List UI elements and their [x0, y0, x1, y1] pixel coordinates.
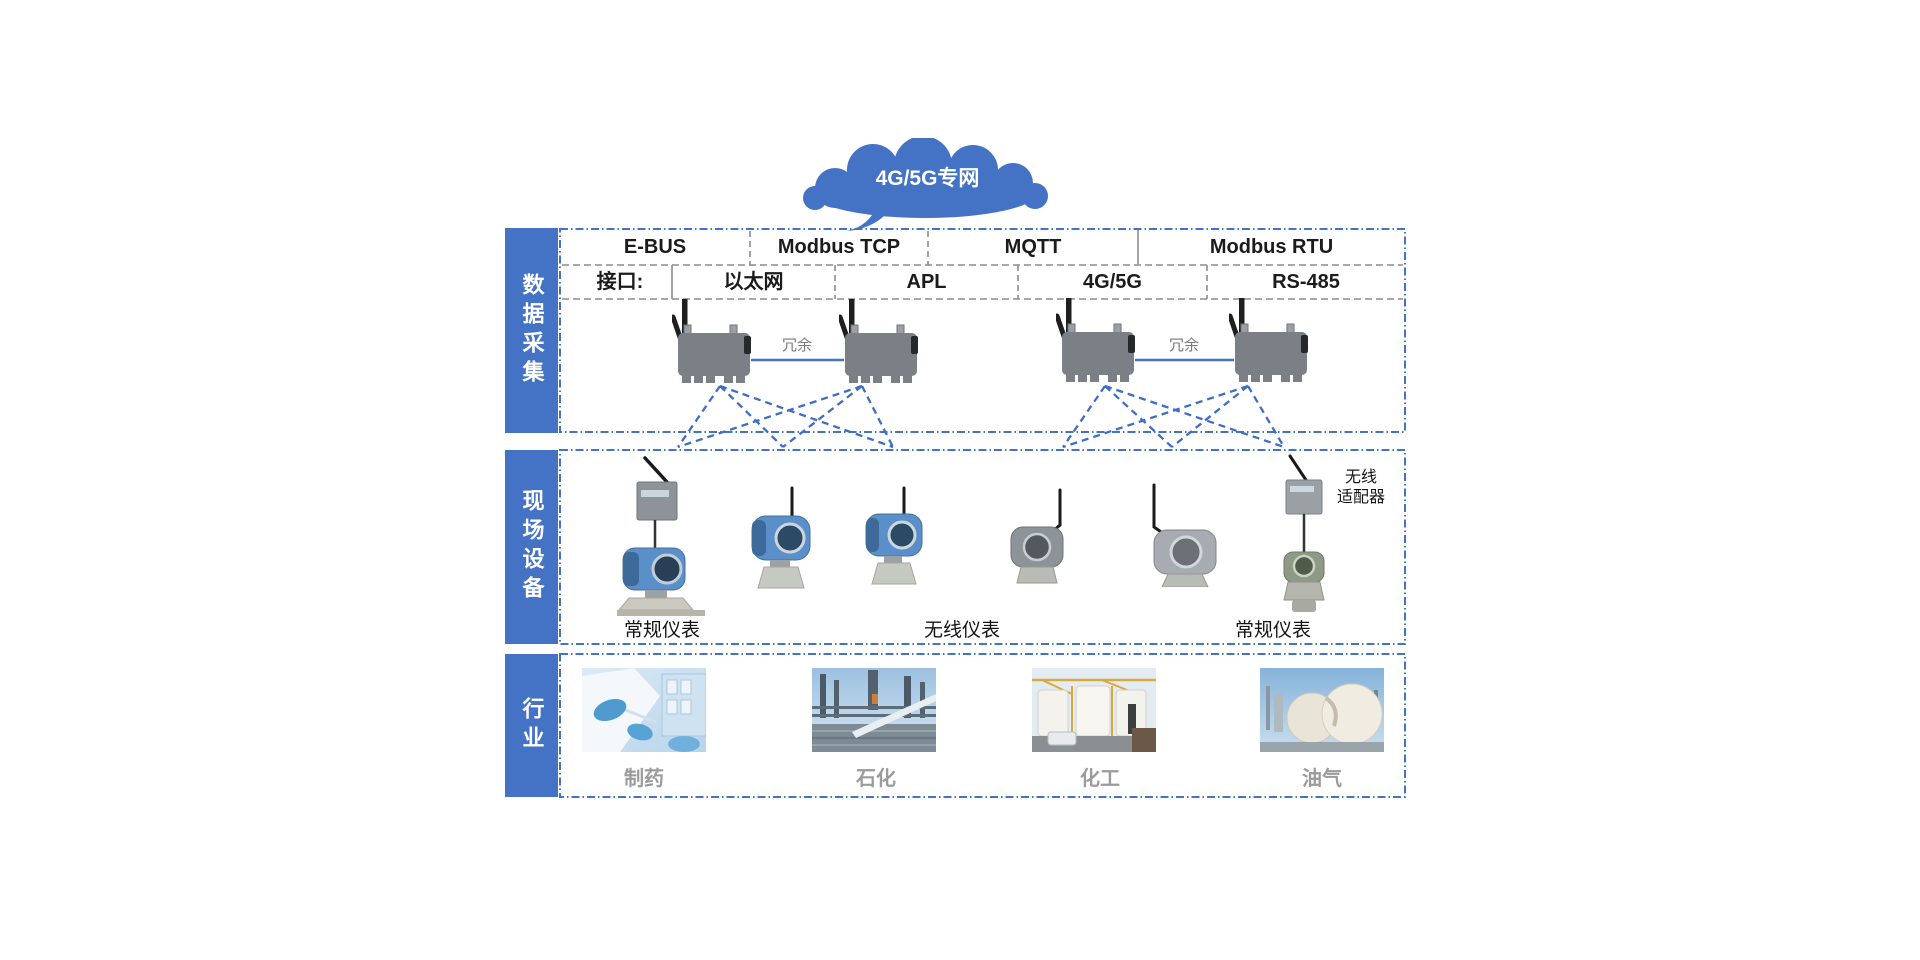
protocol-modbus-rtu: Modbus RTU [1209, 236, 1334, 258]
sidebar-section-field-devices: 现场设备 [505, 450, 558, 644]
interface-ethernet: 以太网 [723, 271, 784, 293]
interface-rs485: RS-485 [1272, 271, 1340, 293]
wireless-adapter-label: 无线 适配器 [1328, 468, 1394, 508]
cloud-4g5g-network: 4G/5G专网 [795, 136, 1060, 233]
wireless-adapter-label-line1: 无线 [1344, 469, 1377, 486]
cloud-shape [803, 136, 1048, 231]
field-device-adapter-transmitter-left [617, 456, 705, 616]
gateway-device-3 [1056, 298, 1140, 386]
cloud-label: 4G/5G专网 [875, 167, 980, 190]
instrument-label-wireless: 无线仪表 [923, 620, 1000, 641]
sidebar-section-industry: 行业 [505, 654, 558, 797]
field-device-wireless-transmitter-4 [1152, 483, 1217, 587]
sidebar-label: 数据采集 [519, 272, 545, 389]
field-device-wireless-transmitter-3 [1010, 488, 1064, 584]
protocol-modbus-tcp: Modbus TCP [777, 236, 901, 258]
interface-prefix: 接口: [596, 271, 644, 293]
sidebar-label: 现场设备 [519, 489, 545, 605]
field-device-adapter-transmitter-right [1283, 454, 1325, 612]
wireless-adapter-label-line2: 适配器 [1336, 489, 1385, 506]
industry-photo-pharma [582, 668, 706, 752]
field-device-wireless-transmitter-2 [865, 486, 923, 585]
industry-label-pharma: 制药 [624, 768, 664, 790]
instrument-label-conventional-left: 常规仪表 [623, 620, 700, 641]
instrument-label-conventional-right: 常规仪表 [1234, 620, 1311, 641]
protocol-mqtt: MQTT [1004, 236, 1062, 258]
industry-photo-petrochemical [812, 668, 936, 752]
protocol-ebus: E-BUS [623, 236, 687, 258]
interface-apl: APL [906, 271, 947, 293]
industry-label-oilgas: 油气 [1302, 768, 1342, 790]
industry-photo-chemical [1032, 668, 1156, 752]
industry-label-petrochemical: 石化 [856, 768, 896, 790]
redundancy-label-left: 冗余 [781, 337, 812, 354]
industry-label-chemical: 化工 [1080, 768, 1120, 790]
industry-photo-oilgas [1260, 668, 1384, 752]
gateway-device-1 [672, 299, 756, 387]
sidebar-label: 行业 [519, 696, 545, 755]
interface-4g5g: 4G/5G [1083, 271, 1142, 293]
gateway-device-2 [839, 299, 923, 387]
sidebar-section-data-acquisition: 数据采集 [505, 228, 558, 433]
field-device-wireless-transmitter-1 [751, 486, 811, 589]
redundancy-label-right: 冗余 [1168, 337, 1199, 354]
gateway-device-4 [1229, 298, 1313, 386]
